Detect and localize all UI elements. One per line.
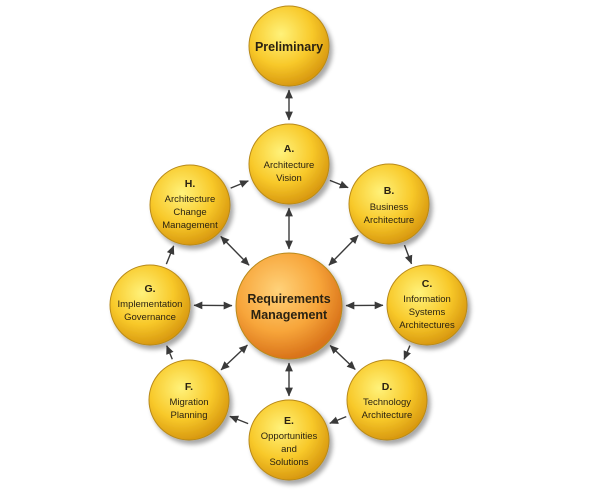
node-phase-b[interactable]: B. Business Architecture	[348, 163, 430, 245]
arrow-g-h	[165, 245, 175, 265]
phase-d-line-1: Technology	[363, 397, 411, 408]
phase-e-line-2: and	[281, 444, 297, 455]
phase-b-line-2: Architecture	[364, 215, 415, 226]
phase-c-circle	[386, 264, 468, 346]
phase-h-line-1: Architecture	[165, 194, 216, 205]
center-label-line-1: Requirements	[247, 292, 330, 306]
center-label-line-2: Management	[251, 308, 328, 322]
arrow-e-f	[229, 415, 249, 425]
preliminary-circle	[248, 5, 330, 87]
phase-b-circle	[348, 163, 430, 245]
arrow-center-h	[220, 235, 250, 266]
arrow-d-e	[329, 415, 347, 425]
phase-a-line-1: Architecture	[264, 160, 315, 171]
phase-e-line-1: Opportunities	[261, 431, 318, 442]
phase-b-line-1: Business	[370, 202, 409, 213]
phase-c-letter: C.	[422, 278, 433, 290]
arrow-center-b	[328, 234, 359, 266]
phase-h-letter: H.	[185, 178, 196, 190]
phase-c-line-3: Architectures	[399, 320, 455, 331]
arrow-center-f	[220, 344, 248, 371]
arrow-h-a	[230, 180, 249, 189]
node-phase-h[interactable]: H. Architecture Change Management	[149, 164, 231, 246]
phase-a-letter: A.	[284, 143, 295, 155]
connector-arrows	[165, 89, 413, 425]
phase-a-line-2: Vision	[276, 173, 302, 184]
arrow-f-g	[166, 345, 174, 360]
phase-h-circle	[149, 164, 231, 246]
center-circle	[235, 252, 343, 360]
phase-g-line-1: Implementation	[118, 299, 183, 310]
arrow-c-d	[403, 345, 411, 360]
arrow-a-b	[329, 179, 349, 189]
node-phase-d[interactable]: D. Technology Architecture	[346, 359, 428, 441]
phase-g-circle	[109, 264, 191, 346]
node-phase-e[interactable]: E. Opportunities and Solutions	[248, 399, 330, 481]
phase-g-line-2: Governance	[124, 312, 176, 323]
phase-d-letter: D.	[382, 381, 393, 393]
phase-d-circle	[346, 359, 428, 441]
phase-e-circle	[248, 399, 330, 481]
phase-h-line-3: Management	[162, 220, 218, 231]
phase-e-line-3: Solutions	[269, 457, 308, 468]
phase-c-line-1: Information	[403, 294, 451, 305]
node-phase-c[interactable]: C. Information Systems Architectures	[386, 264, 468, 346]
phase-e-letter: E.	[284, 415, 294, 427]
node-phase-a[interactable]: A. Architecture Vision	[248, 123, 330, 205]
node-preliminary[interactable]: Preliminary	[248, 5, 330, 87]
phase-c-line-2: Systems	[409, 307, 446, 318]
phase-a-circle	[248, 123, 330, 205]
phase-h-line-2: Change	[173, 207, 206, 218]
node-phase-g[interactable]: G. Implementation Governance	[109, 264, 191, 346]
arrow-b-c	[403, 244, 413, 265]
phase-d-line-2: Architecture	[362, 410, 413, 421]
phase-f-line-2: Planning	[171, 410, 208, 421]
preliminary-label: Preliminary	[255, 40, 323, 54]
node-phase-f[interactable]: F. Migration Planning	[148, 359, 230, 441]
phase-f-line-1: Migration	[169, 397, 208, 408]
node-requirements-management[interactable]: Requirements Management	[235, 252, 343, 360]
phase-f-circle	[148, 359, 230, 441]
arrow-center-d	[329, 344, 356, 371]
phase-g-letter: G.	[144, 283, 155, 295]
phase-f-letter: F.	[185, 381, 193, 393]
phase-b-letter: B.	[384, 185, 395, 197]
